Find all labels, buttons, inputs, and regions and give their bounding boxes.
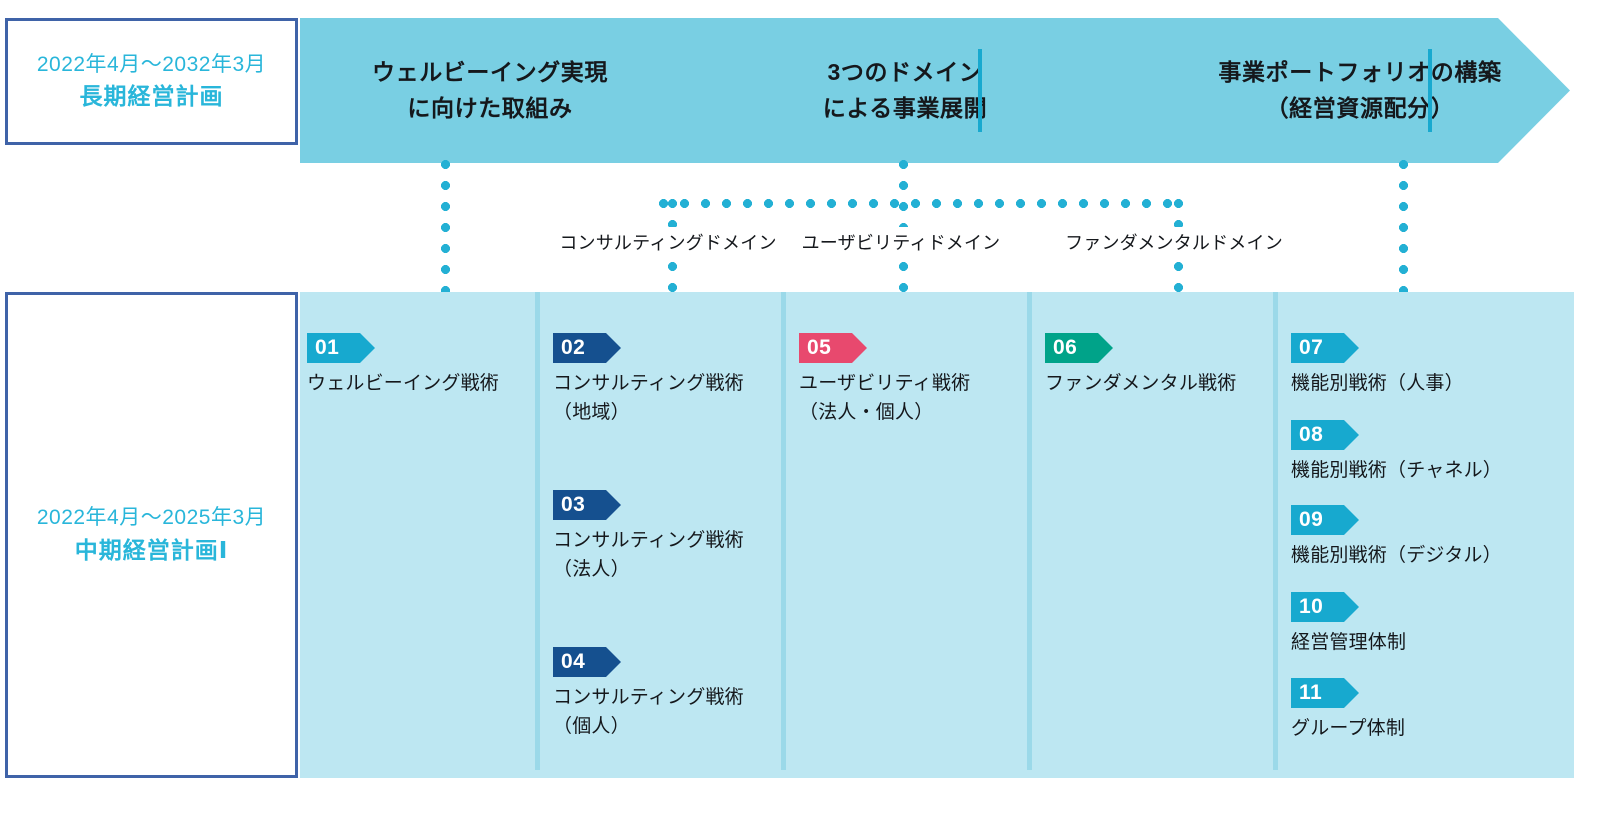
long-term-plan-box: 2022年4月〜2032年3月 長期経営計画 bbox=[5, 18, 298, 145]
connector-dots-fundamental-top bbox=[1174, 199, 1183, 227]
long-term-period: 2022年4月〜2032年3月 bbox=[36, 52, 267, 76]
tactic-badge-11: 11 bbox=[1291, 678, 1359, 708]
tactic-label-09: 機能別戦術（デジタル） bbox=[1291, 545, 1502, 566]
banner-divider-2 bbox=[1428, 49, 1432, 132]
connector-dots-consulting-top bbox=[668, 199, 677, 227]
tactic-item-02[interactable]: 02 コンサルティング戦術 （地域） bbox=[553, 333, 778, 428]
tactic-label-04: コンサルティング戦術 （個人） bbox=[553, 687, 744, 737]
tactic-badge-05: 05 bbox=[799, 333, 867, 363]
column-divider-1 bbox=[535, 292, 540, 770]
tactic-label-08: 機能別戦術（チャネル） bbox=[1291, 460, 1503, 481]
mid-term-panel bbox=[300, 292, 1574, 778]
connector-dots-fundamental-bottom bbox=[1174, 262, 1183, 292]
long-term-name: 長期経営計画 bbox=[79, 83, 224, 110]
tactic-badge-03: 03 bbox=[553, 490, 621, 520]
tactic-item-08[interactable]: 08 機能別戦術（チャネル） bbox=[1291, 420, 1541, 486]
domain-label-usability: ユーザビリティドメイン bbox=[801, 233, 1001, 253]
tactic-badge-06: 06 bbox=[1045, 333, 1113, 363]
connector-dots-bus bbox=[659, 199, 1183, 208]
mid-term-period: 2022年4月〜2025年3月 bbox=[36, 506, 267, 530]
column-divider-4 bbox=[1273, 292, 1278, 770]
long-term-banner-arrow: ウェルビーイング実現 に向けた取組み 3つのドメイン による事業展開 事業ポート… bbox=[300, 18, 1570, 163]
tactic-badge-10: 10 bbox=[1291, 592, 1359, 622]
connector-dots-portfolio bbox=[1399, 160, 1408, 292]
connector-dots-wellbeing bbox=[441, 160, 450, 292]
tactic-item-06[interactable]: 06 ファンダメンタル戦術 bbox=[1045, 333, 1280, 399]
tactic-label-06: ファンダメンタル戦術 bbox=[1045, 373, 1237, 394]
column-divider-3 bbox=[1027, 292, 1032, 770]
tactic-badge-02: 02 bbox=[553, 333, 621, 363]
column-divider-2 bbox=[781, 292, 786, 770]
mid-term-plan-box: 2022年4月〜2025年3月 中期経営計画Ⅰ bbox=[5, 292, 298, 778]
tactic-badge-07: 07 bbox=[1291, 333, 1359, 363]
banner-section-portfolio: 事業ポートフォリオの構築 （経営資源配分） bbox=[1218, 58, 1502, 121]
tactic-label-05: ユーザビリティ戦術 （法人・個人） bbox=[799, 373, 971, 423]
tactic-label-01: ウェルビーイング戦術 bbox=[307, 373, 500, 394]
tactic-item-03[interactable]: 03 コンサルティング戦術 （法人） bbox=[553, 490, 778, 585]
tactic-item-07[interactable]: 07 機能別戦術（人事） bbox=[1291, 333, 1541, 399]
tactic-label-11: グループ体制 bbox=[1291, 718, 1406, 739]
tactic-label-07: 機能別戦術（人事） bbox=[1291, 373, 1464, 394]
domain-label-fundamental: ファンダメンタルドメイン bbox=[1065, 233, 1283, 253]
connector-dots-usability-bottom bbox=[899, 262, 908, 292]
tactic-badge-04: 04 bbox=[553, 647, 621, 677]
tactic-label-02: コンサルティング戦術 （地域） bbox=[553, 373, 744, 423]
banner-section-wellbeing: ウェルビーイング実現 に向けた取組み bbox=[372, 58, 608, 121]
connector-dots-consulting-bottom bbox=[668, 262, 677, 292]
tactic-item-01[interactable]: 01 ウェルビーイング戦術 bbox=[307, 333, 532, 399]
tactic-item-10[interactable]: 10 経営管理体制 bbox=[1291, 592, 1541, 658]
tactic-item-11[interactable]: 11 グループ体制 bbox=[1291, 678, 1541, 744]
tactic-badge-01: 01 bbox=[307, 333, 375, 363]
connector-dots-usability-top bbox=[899, 160, 908, 227]
domain-label-consulting: コンサルティングドメイン bbox=[559, 233, 777, 253]
tactic-item-04[interactable]: 04 コンサルティング戦術 （個人） bbox=[553, 647, 778, 742]
tactic-badge-09: 09 bbox=[1291, 505, 1359, 535]
tactic-badge-08: 08 bbox=[1291, 420, 1359, 450]
banner-section-domains: 3つのドメイン による事業展開 bbox=[822, 58, 988, 121]
tactic-item-05[interactable]: 05 ユーザビリティ戦術 （法人・個人） bbox=[799, 333, 1024, 428]
banner-divider-1 bbox=[978, 49, 982, 132]
tactic-label-10: 経営管理体制 bbox=[1291, 632, 1407, 653]
tactic-item-09[interactable]: 09 機能別戦術（デジタル） bbox=[1291, 505, 1541, 571]
tactic-label-03: コンサルティング戦術 （法人） bbox=[553, 530, 744, 580]
mid-term-name: 中期経営計画Ⅰ bbox=[74, 536, 229, 563]
